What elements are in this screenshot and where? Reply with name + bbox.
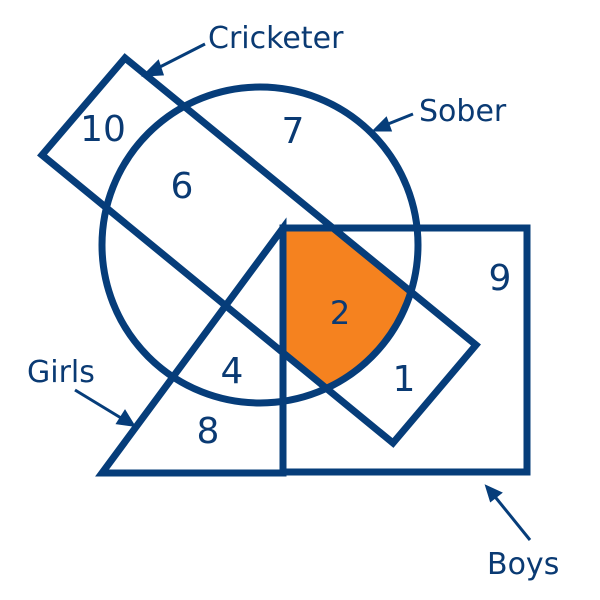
region-boys-cricketer: 1 <box>393 359 416 400</box>
boys-label: Boys <box>487 547 559 582</box>
sober-circle <box>98 83 422 407</box>
girls-triangle <box>95 217 287 477</box>
region-girls-only: 8 <box>197 411 220 452</box>
region-cricketer-only: 10 <box>80 109 126 150</box>
sober-label: Sober <box>419 94 507 129</box>
region-boys-sober-cricketer: 2 <box>330 294 350 332</box>
region-sober-cricketer: 6 <box>171 166 194 207</box>
region-sober-only: 7 <box>282 111 305 152</box>
girls-arrow <box>74 388 127 423</box>
cricketer-rectangle <box>37 53 481 448</box>
region-boys-only: 9 <box>489 258 512 299</box>
region-girls-sober: 4 <box>221 351 244 392</box>
cricketer-label: Cricketer <box>208 21 344 56</box>
boys-arrow <box>490 492 532 541</box>
highlighted-region <box>283 228 418 403</box>
girls-label: Girls <box>27 355 95 390</box>
